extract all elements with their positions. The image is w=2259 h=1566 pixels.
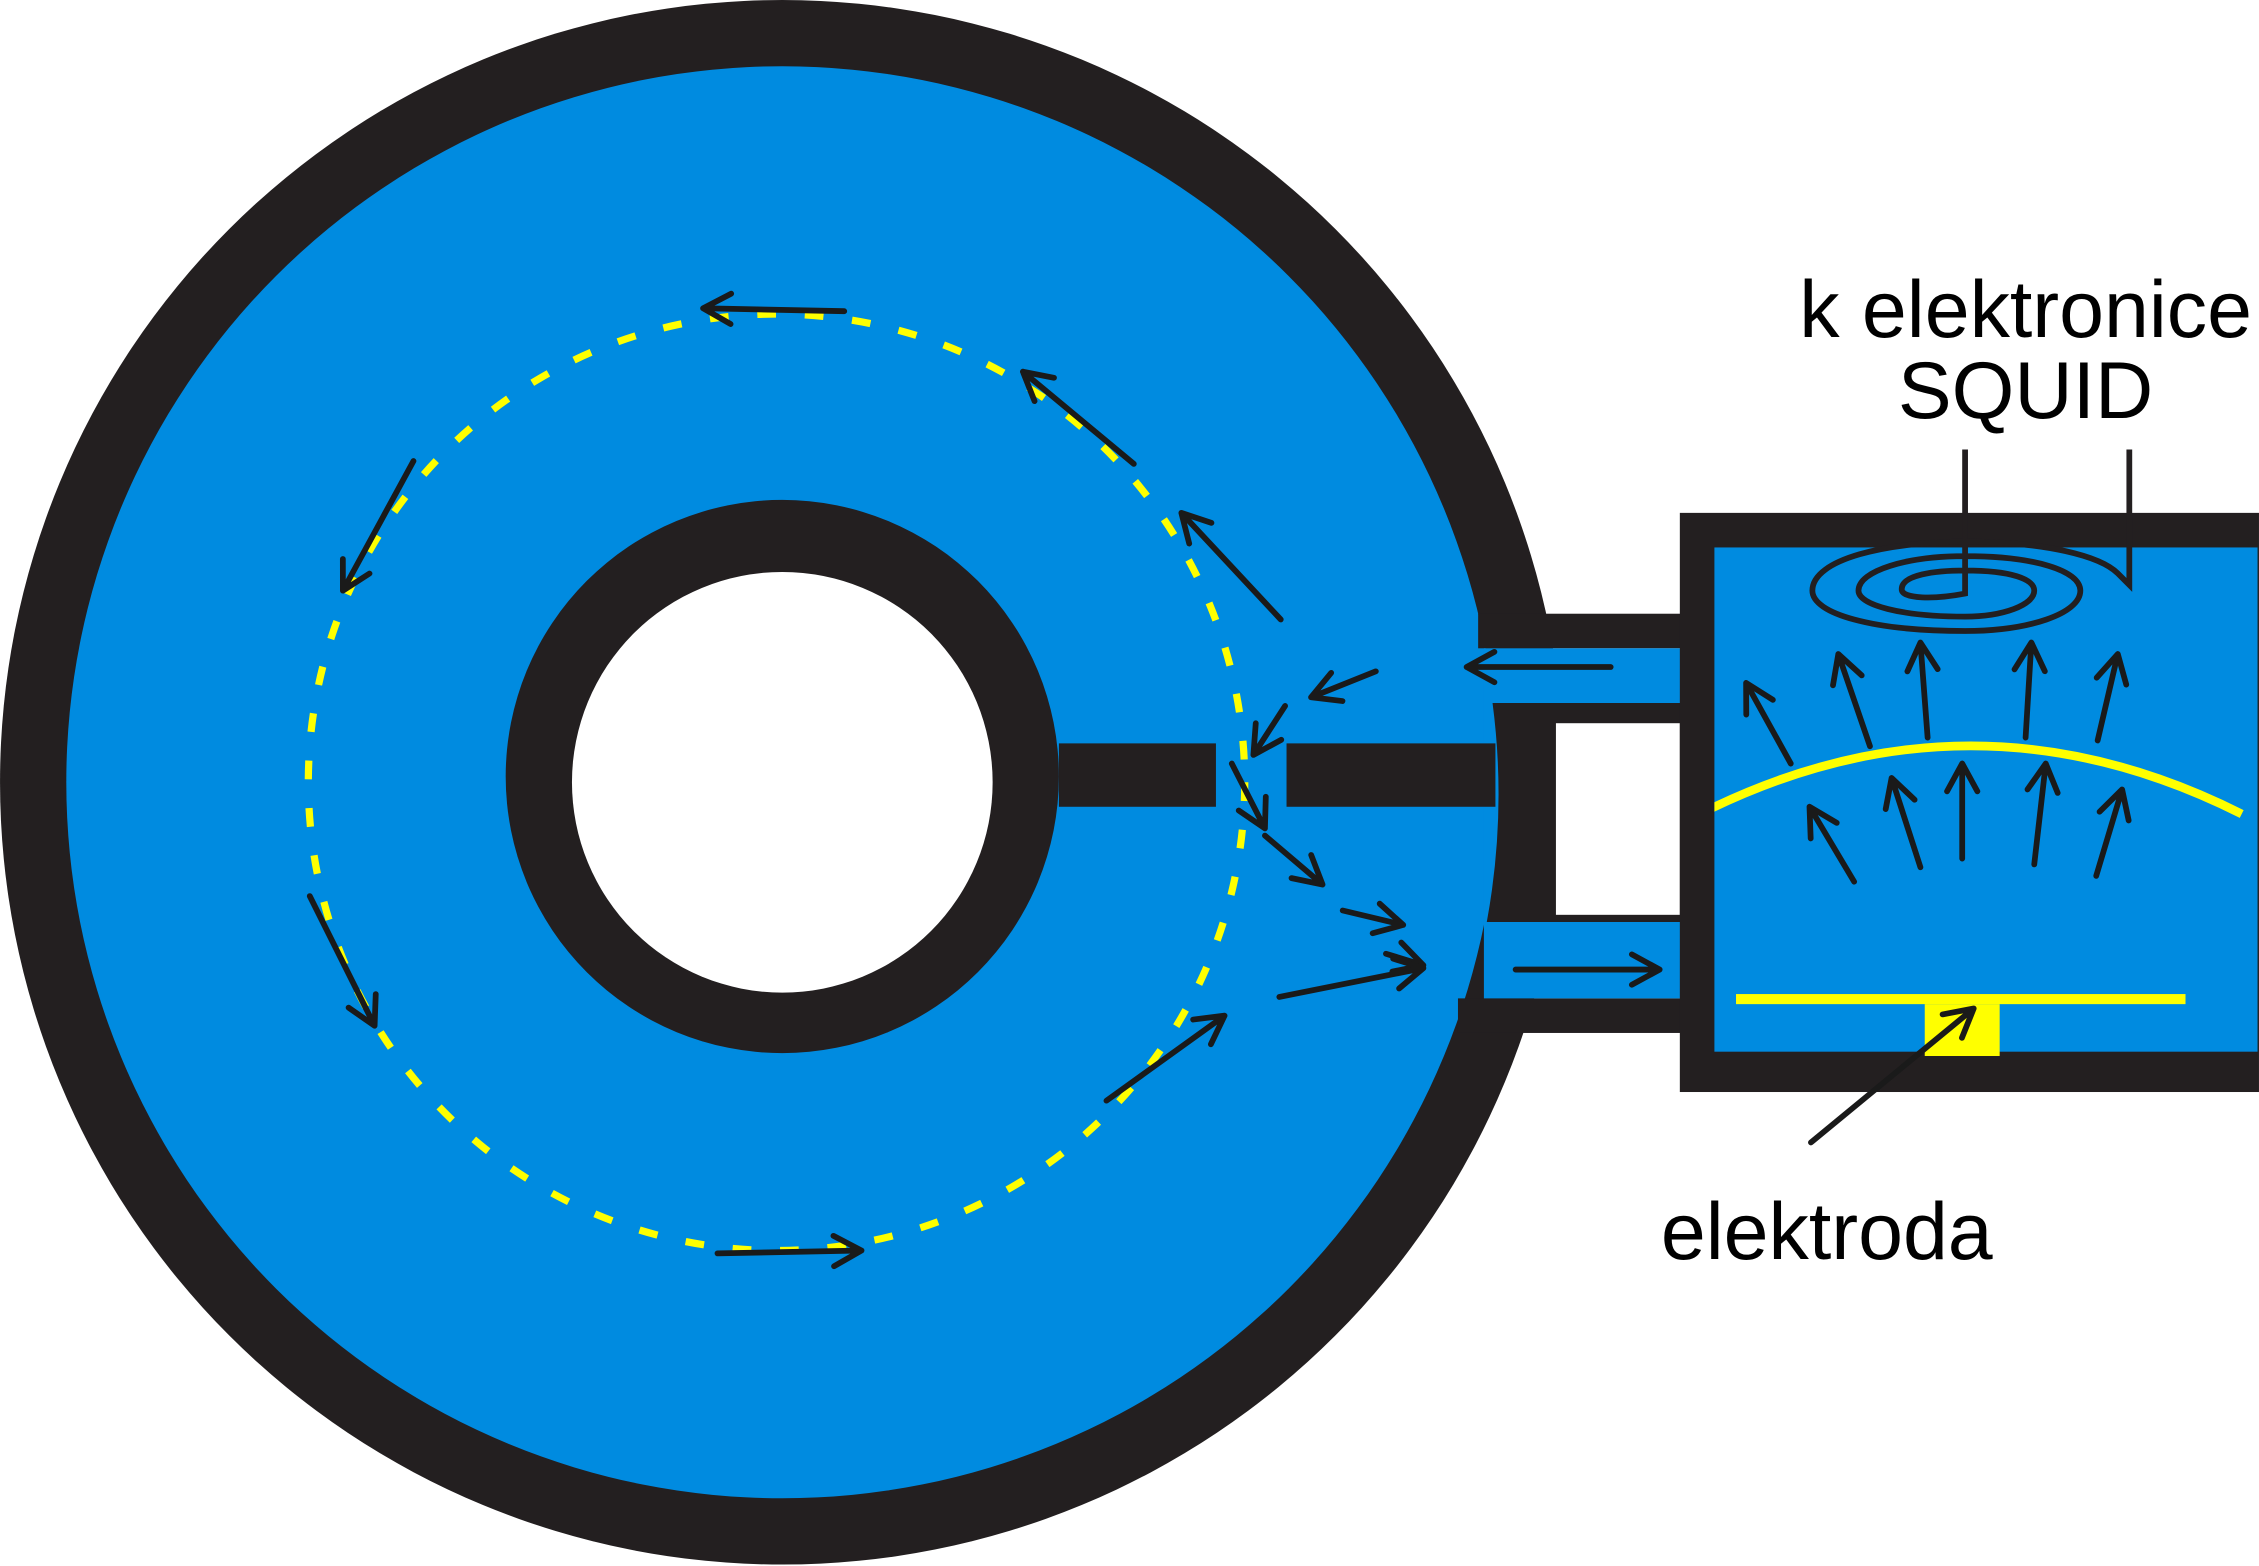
- flow-arrow: [1020, 368, 1137, 467]
- flow-arrow: [2093, 786, 2132, 879]
- flow-arrow: [1463, 648, 1614, 686]
- flow-arrow: [1806, 803, 1858, 885]
- flow-arrow: [1904, 639, 1941, 741]
- flow-arrow: [1882, 775, 1924, 871]
- membrane-curve: [1714, 741, 2244, 818]
- flow-arrow: [1944, 760, 1981, 862]
- flow-arrow: [1808, 1005, 1977, 1146]
- electrode-plate: [1736, 994, 2186, 1005]
- squid-label-line2: SQUID: [1898, 346, 2153, 436]
- flow-arrow: [2024, 760, 2061, 868]
- flow-arrow: [1512, 951, 1663, 988]
- tube-upper-wall: [1478, 613, 1716, 649]
- squid-coil: [1809, 449, 2133, 634]
- flow-arrow: [1178, 509, 1284, 623]
- flow-arrow: [700, 290, 848, 327]
- flow-arrow: [2093, 651, 2130, 744]
- flow-arrow: [1308, 668, 1379, 704]
- flow-arrows: [306, 290, 2132, 1270]
- flow-path: [304, 310, 1249, 1255]
- barrier-right-segment: [1286, 743, 1496, 807]
- squid-label-line1: k elektronice: [1799, 265, 2252, 355]
- flow-arrow: [306, 893, 379, 1029]
- detector-box: [1679, 449, 2259, 1093]
- flow-arrow: [1743, 679, 1794, 767]
- flow-arrow: [1830, 651, 1873, 750]
- detector-helium: [1714, 547, 2258, 1052]
- torus-vessel: [0, 0, 1565, 1565]
- flow-arrow: [1250, 703, 1288, 758]
- flow-arrow: [1262, 832, 1326, 888]
- flow-arrow: [1339, 900, 1407, 937]
- barrier-left-segment: [1058, 743, 1216, 807]
- flow-arrow: [2011, 639, 2048, 741]
- flow-arrow: [1228, 760, 1269, 832]
- flow-arrow: [339, 458, 417, 594]
- flow-arrow: [1103, 1012, 1228, 1104]
- tube-lower-wall: [1457, 998, 1716, 1033]
- torus-center-hole: [571, 571, 993, 993]
- flow-arrow: [714, 1232, 865, 1270]
- barrier: [1058, 743, 1496, 807]
- electrode-label: elektroda: [1661, 1187, 1993, 1277]
- flow-arrow: [1276, 955, 1427, 1000]
- tube-plug-window: [1555, 723, 1680, 915]
